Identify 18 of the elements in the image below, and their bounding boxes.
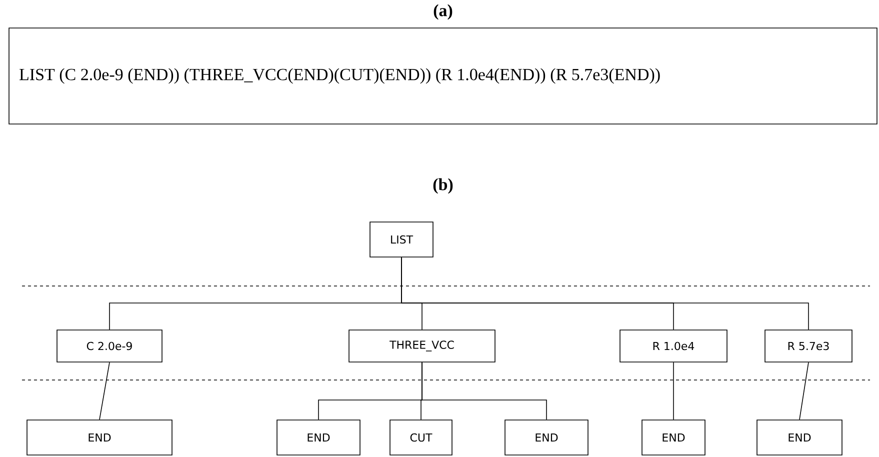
panel-label: (b) xyxy=(433,178,453,194)
text-box: LIST (C 2.0e-9 (END)) (THREE_VCC(END)(CUT)(END)) (R 1.0e4(END)) (R 5.7e3(END)) xyxy=(8,28,878,124)
connector-line xyxy=(401,257,809,330)
connector-line xyxy=(99,362,110,420)
tree-node-box: END xyxy=(756,420,842,456)
connector-line xyxy=(673,362,674,420)
tree-node-box: END xyxy=(642,420,706,456)
tree-node-box: END xyxy=(26,420,172,456)
connector-line xyxy=(422,362,547,420)
tree-node-box: THREE_VCC xyxy=(348,330,496,362)
tree-node-box: R 5.7e3 xyxy=(764,330,852,362)
tree-node-box: END xyxy=(276,420,360,456)
tree-node-box: LIST xyxy=(370,222,434,258)
tree-node-box: C 2.0e-9 xyxy=(56,330,162,362)
tree-node-box: CUT xyxy=(390,420,452,456)
tree-node-box: END xyxy=(504,420,588,456)
connector-line xyxy=(799,362,809,420)
tree-node-box: R 1.0e4 xyxy=(620,330,728,362)
